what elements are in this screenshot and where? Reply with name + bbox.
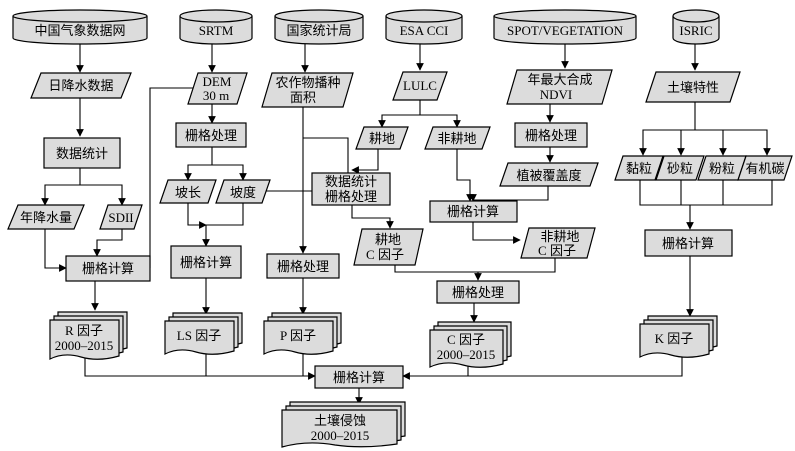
input-crop-line1: 农作物播种 bbox=[275, 75, 340, 90]
source-isric: ISRIC bbox=[672, 9, 720, 45]
intermediate-cropland-c-line1: 耕地 bbox=[375, 232, 401, 247]
intermediate-veg-cover: 植被覆盖度 bbox=[499, 162, 599, 187]
process-raster-calc-r-label: 栅格计算 bbox=[82, 261, 134, 276]
intermediate-noncrop-c: 非耕地 C 因子 bbox=[520, 227, 596, 259]
intermediate-cropland-c: 耕地 C 因子 bbox=[353, 228, 424, 266]
source-esa-label: ESA CCI bbox=[400, 23, 449, 38]
input-lulc-label: LULC bbox=[403, 78, 437, 93]
intermediate-noncrop-c-line1: 非耕地 bbox=[540, 229, 579, 244]
process-stats-raster-line1: 数据统计 bbox=[325, 174, 377, 189]
process-raster-proc-ndvi: 栅格处理 bbox=[514, 122, 588, 148]
intermediate-organic-carbon-label: 有机碳 bbox=[745, 161, 784, 176]
output-r-factor-line1: R 因子 bbox=[65, 323, 103, 338]
intermediate-veg-cover-label: 植被覆盖度 bbox=[516, 168, 581, 183]
input-crop-line2: 面积 bbox=[290, 90, 316, 105]
input-crop-area: 农作物播种 面积 bbox=[261, 72, 354, 108]
intermediate-sand-label: 砂粒 bbox=[667, 161, 693, 176]
output-c-factor: C 因子 2000–2015 bbox=[429, 321, 512, 368]
output-soil-erosion-line1: 土壤侵蚀 bbox=[314, 413, 366, 428]
source-spot: SPOT/VEGETATION bbox=[493, 9, 637, 45]
intermediate-sand: 砂粒 bbox=[655, 155, 705, 181]
intermediate-noncrop-c-line2: C 因子 bbox=[538, 243, 576, 258]
intermediate-cropland: 耕地 bbox=[355, 126, 409, 150]
output-k-factor-label: K 因子 bbox=[655, 331, 694, 346]
input-dem: DEM 30 m bbox=[187, 72, 248, 105]
source-srtm: SRTM bbox=[179, 9, 253, 45]
process-stats: 数据统计 bbox=[43, 137, 121, 169]
output-p-factor: P 因子 bbox=[263, 312, 342, 355]
intermediate-silt-label: 粉粒 bbox=[709, 161, 735, 176]
source-cma-label: 中国气象数据网 bbox=[34, 23, 125, 38]
intermediate-annual-precip-label: 年降水量 bbox=[20, 210, 72, 225]
source-cma: 中国气象数据网 bbox=[12, 9, 148, 45]
output-c-factor-line1: C 因子 bbox=[447, 332, 485, 347]
source-isric-label: ISRIC bbox=[679, 23, 712, 38]
source-nbs-label: 国家统计局 bbox=[286, 23, 351, 38]
process-raster-calc-land-label: 栅格计算 bbox=[447, 204, 499, 219]
output-k-factor: K 因子 bbox=[639, 315, 718, 358]
intermediate-noncropland-label: 非耕地 bbox=[437, 131, 476, 146]
output-p-factor-label: P 因子 bbox=[280, 328, 316, 343]
source-srtm-label: SRTM bbox=[199, 23, 234, 38]
intermediate-slope: 坡度 bbox=[215, 179, 271, 204]
output-r-factor: R 因子 2000–2015 bbox=[49, 311, 128, 360]
intermediate-slope-length: 坡长 bbox=[159, 179, 217, 204]
process-raster-proc-p-label: 栅格处理 bbox=[277, 259, 329, 274]
process-stats-raster-line2: 栅格处理 bbox=[325, 189, 377, 204]
output-soil-erosion: 土壤侵蚀 2000–2015 bbox=[281, 401, 406, 448]
source-spot-label: SPOT/VEGETATION bbox=[507, 23, 624, 38]
process-raster-calc-k: 栅格计算 bbox=[644, 229, 733, 257]
input-dem-line1: DEM bbox=[203, 74, 232, 89]
process-raster-proc-p: 栅格处理 bbox=[266, 253, 340, 279]
output-ls-factor-label: LS 因子 bbox=[177, 328, 221, 343]
intermediate-annual-precip: 年降水量 bbox=[7, 204, 85, 230]
input-ndvi: 年最大合成 NDVI bbox=[506, 69, 613, 105]
process-raster-calc-land: 栅格计算 bbox=[429, 200, 518, 223]
input-ndvi-line1: 年最大合成 bbox=[527, 72, 592, 87]
input-soil-props-label: 土壤特性 bbox=[667, 80, 719, 95]
output-ls-factor: LS 因子 bbox=[164, 312, 243, 355]
source-esa: ESA CCI bbox=[385, 9, 463, 45]
intermediate-slope-length-label: 坡长 bbox=[175, 185, 201, 200]
output-c-factor-line2: 2000–2015 bbox=[437, 347, 496, 362]
process-raster-proc-dem: 栅格处理 bbox=[175, 122, 247, 148]
input-ndvi-line2: NDVI bbox=[540, 87, 573, 102]
input-daily-precip: 日降水数据 bbox=[30, 72, 132, 99]
process-raster-proc-dem-label: 栅格处理 bbox=[185, 128, 237, 143]
intermediate-cropland-c-line2: C 因子 bbox=[366, 247, 404, 262]
process-raster-calc-ls: 栅格计算 bbox=[170, 245, 242, 279]
intermediate-sdii-label: SDII bbox=[108, 210, 133, 225]
intermediate-clay-label: 黏粒 bbox=[626, 161, 652, 176]
output-r-factor-line2: 2000–2015 bbox=[55, 338, 114, 353]
input-lulc: LULC bbox=[392, 71, 448, 101]
input-dem-line2: 30 m bbox=[203, 88, 229, 103]
intermediate-cropland-label: 耕地 bbox=[369, 131, 395, 146]
intermediate-organic-carbon: 有机碳 bbox=[737, 155, 793, 181]
intermediate-clay: 黏粒 bbox=[614, 155, 664, 181]
intermediate-sdii: SDII bbox=[99, 204, 143, 230]
process-raster-proc-ndvi-label: 栅格处理 bbox=[525, 128, 577, 143]
process-stats-raster: 数据统计 栅格处理 bbox=[311, 172, 391, 206]
source-nbs: 国家统计局 bbox=[274, 9, 364, 45]
process-raster-calc-ls-label: 栅格计算 bbox=[180, 255, 232, 270]
intermediate-noncropland: 非耕地 bbox=[424, 126, 491, 150]
output-soil-erosion-line2: 2000–2015 bbox=[311, 428, 370, 443]
process-raster-calc-final: 栅格计算 bbox=[314, 365, 404, 389]
input-soil-props: 土壤特性 bbox=[645, 71, 741, 103]
intermediate-slope-label: 坡度 bbox=[230, 185, 256, 200]
process-raster-proc-c-label: 栅格处理 bbox=[452, 285, 504, 300]
process-raster-calc-r: 栅格计算 bbox=[65, 255, 151, 282]
process-raster-calc-k-label: 栅格计算 bbox=[662, 236, 714, 251]
process-raster-calc-final-label: 栅格计算 bbox=[333, 370, 385, 385]
input-daily-precip-label: 日降水数据 bbox=[48, 78, 113, 93]
process-stats-label: 数据统计 bbox=[56, 146, 108, 161]
process-raster-proc-c: 栅格处理 bbox=[436, 280, 520, 304]
